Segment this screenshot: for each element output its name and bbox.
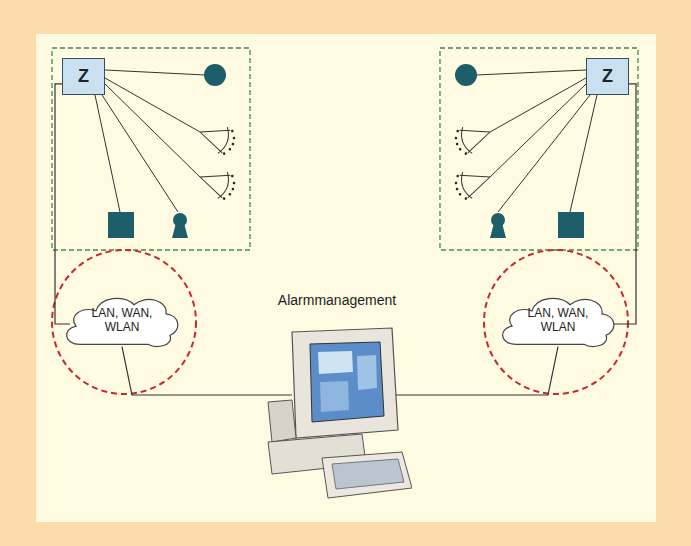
node-label: Z bbox=[78, 66, 89, 87]
network-line bbox=[396, 347, 558, 395]
computer-illustration bbox=[262, 292, 412, 512]
heading-label: Alarmmanagement bbox=[262, 292, 412, 308]
node-label: LAN, WAN, WLAN bbox=[83, 306, 161, 335]
network-cloud: LAN, WAN, WLAN bbox=[60, 285, 184, 355]
network-line bbox=[55, 84, 70, 324]
network-line bbox=[122, 347, 292, 395]
control-unit-box: Z bbox=[62, 58, 105, 95]
network-cloud: LAN, WAN, WLAN bbox=[496, 285, 620, 355]
control-unit-box: Z bbox=[586, 58, 629, 95]
computer-workstation: Alarmmanagement bbox=[262, 292, 412, 512]
node-label: LAN, WAN, WLAN bbox=[519, 306, 597, 335]
network-line bbox=[610, 84, 636, 324]
node-label: Z bbox=[602, 66, 613, 87]
